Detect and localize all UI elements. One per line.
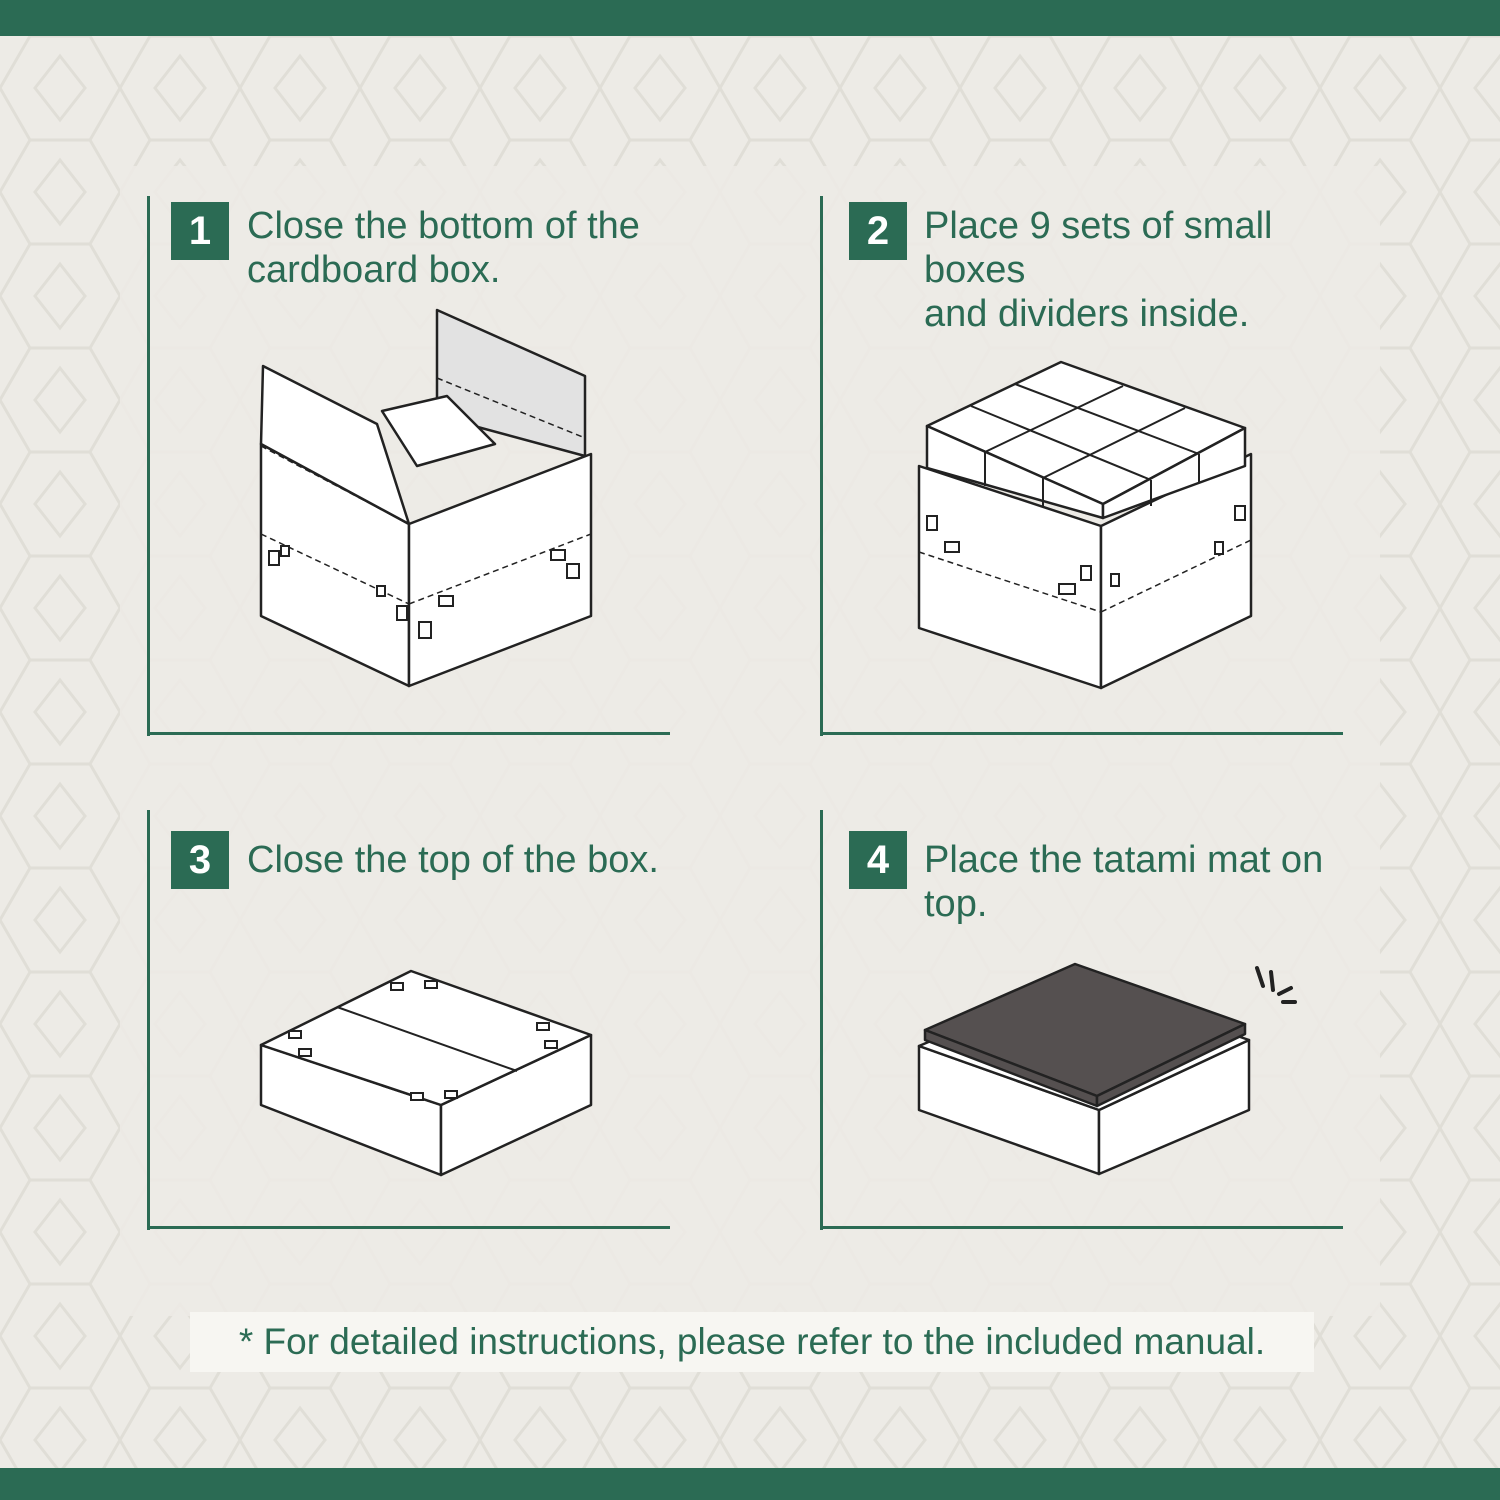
- step-3-border-left: [147, 810, 150, 1230]
- step-2-border-bottom: [820, 732, 1343, 735]
- step-1-panel: 1 Close the bottom of the cardboard box.: [147, 196, 670, 736]
- step-3-border-bottom: [147, 1226, 670, 1229]
- step-3-number-badge: 3: [171, 831, 229, 889]
- step-4-border-bottom: [820, 1226, 1343, 1229]
- open-cardboard-box-icon: [259, 308, 593, 688]
- footnote: * For detailed instructions, please refe…: [190, 1312, 1314, 1372]
- closed-box-icon: [259, 969, 593, 1177]
- step-3-panel: 3 Close the top of the box.: [147, 810, 670, 1230]
- step-1-text: Close the bottom of the cardboard box.: [247, 205, 640, 291]
- step-3-text: Close the top of the box.: [247, 839, 659, 881]
- step-4-text: Place the tatami mat on top.: [924, 839, 1324, 925]
- bottom-accent-bar: [0, 1468, 1500, 1500]
- step-2-panel: 2 Place 9 sets of small boxes and divide…: [820, 196, 1343, 736]
- step-1-border-left: [147, 196, 150, 736]
- box-with-tatami-mat-icon: [917, 962, 1297, 1176]
- box-with-dividers-icon: [917, 360, 1253, 690]
- step-4-panel: 4 Place the tatami mat on top.: [820, 810, 1343, 1230]
- step-4-border-left: [820, 810, 823, 1230]
- step-4-number-badge: 4: [849, 831, 907, 889]
- step-2-number-badge: 2: [849, 202, 907, 260]
- step-2-text: Place 9 sets of small boxes and dividers…: [924, 205, 1273, 335]
- background-pattern: [0, 36, 1500, 1468]
- top-accent-bar: [0, 0, 1500, 36]
- step-2-border-left: [820, 196, 823, 736]
- step-1-number-badge: 1: [171, 202, 229, 260]
- step-1-border-bottom: [147, 732, 670, 735]
